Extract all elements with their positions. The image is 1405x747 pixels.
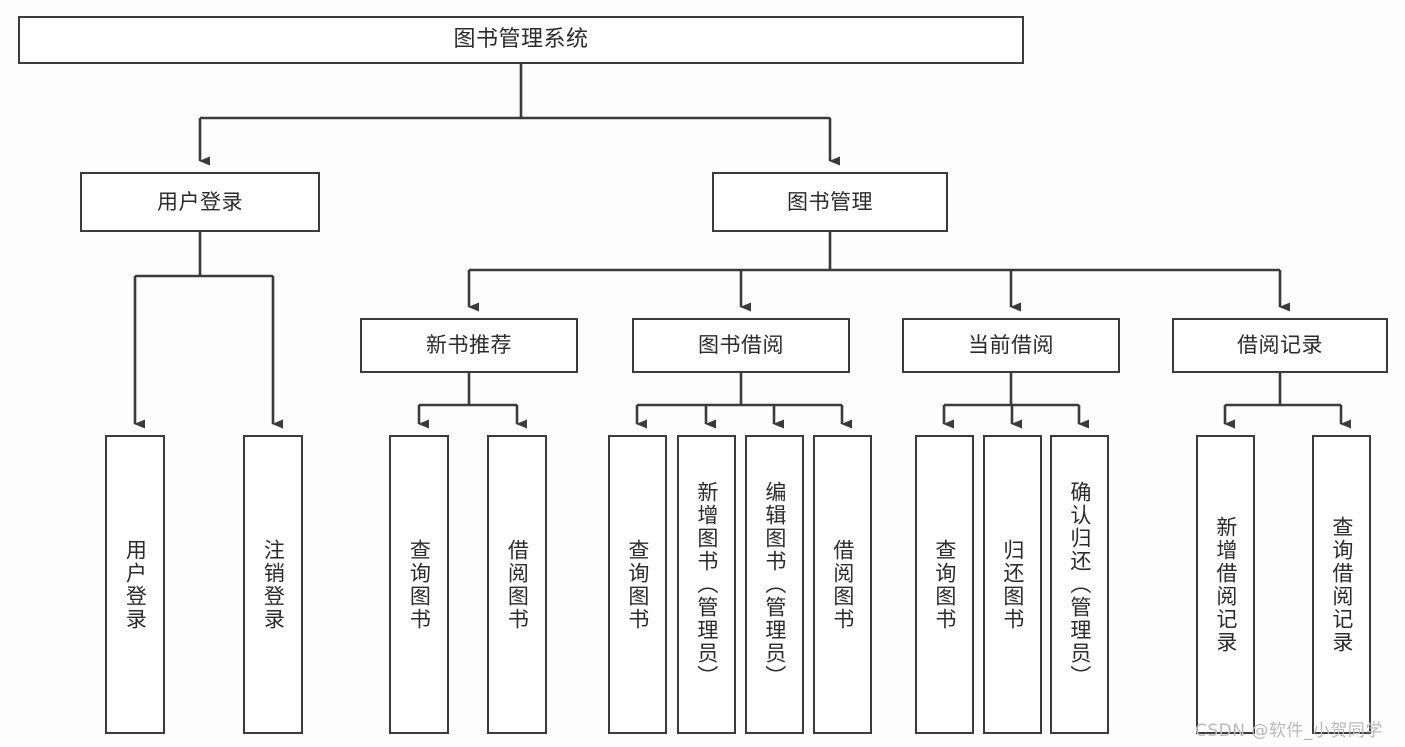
node-label: 图书借阅 <box>698 333 784 358</box>
leaf-node-11[interactable]: 新增借阅记录 <box>1196 435 1255 734</box>
node-label: 借阅记录 <box>1237 333 1323 358</box>
root-node-0[interactable]: 图书管理系统 <box>18 16 1024 64</box>
node-label: 查询借阅记录 <box>1329 515 1354 654</box>
leaf-node-1[interactable]: 注销登录 <box>243 435 303 734</box>
leaf-node-10[interactable]: 确认归还（管理员） <box>1050 435 1109 734</box>
node-label: 当前借阅 <box>968 333 1054 358</box>
node-label: 确认归还（管理员） <box>1067 481 1092 688</box>
node-label: 查询图书 <box>407 538 432 631</box>
leaf-node-7[interactable]: 借阅图书 <box>813 435 872 734</box>
node-label: 编辑图书（管理员） <box>762 481 787 688</box>
leaf-node-3[interactable]: 借阅图书 <box>487 435 547 734</box>
node-label: 图书管理系统 <box>453 27 589 53</box>
node-label: 新增图书（管理员） <box>694 481 719 688</box>
node-label: 用户登录 <box>123 538 148 631</box>
leaf-node-9[interactable]: 归还图书 <box>983 435 1042 734</box>
node-label: 新增借阅记录 <box>1213 515 1238 654</box>
node-label: 归还图书 <box>1000 538 1025 631</box>
node-label: 查询图书 <box>625 538 650 631</box>
node-label: 注销登录 <box>261 538 286 631</box>
leaf-node-2[interactable]: 查询图书 <box>389 435 449 734</box>
node-label: 借阅图书 <box>830 538 855 631</box>
node-label: 用户登录 <box>157 189 243 214</box>
level3-node-2[interactable]: 当前借阅 <box>902 318 1120 373</box>
leaf-node-5[interactable]: 新增图书（管理员） <box>677 435 736 734</box>
leaf-node-8[interactable]: 查询图书 <box>915 435 974 734</box>
leaf-node-4[interactable]: 查询图书 <box>608 435 667 734</box>
level3-node-1[interactable]: 图书借阅 <box>632 318 850 373</box>
csdn-watermark: CSDN @软件_小贺同学 <box>1195 721 1383 741</box>
leaf-node-0[interactable]: 用户登录 <box>105 435 165 734</box>
leaf-node-12[interactable]: 查询借阅记录 <box>1312 435 1371 734</box>
level2-node-1[interactable]: 图书管理 <box>712 172 948 232</box>
leaf-node-6[interactable]: 编辑图书（管理员） <box>745 435 804 734</box>
node-label: 图书管理 <box>787 189 873 214</box>
level3-node-0[interactable]: 新书推荐 <box>360 318 578 373</box>
node-label: 借阅图书 <box>505 538 530 631</box>
level3-node-3[interactable]: 借阅记录 <box>1172 318 1388 373</box>
node-label: 查询图书 <box>932 538 957 631</box>
node-label: 新书推荐 <box>426 333 512 358</box>
level2-node-0[interactable]: 用户登录 <box>80 172 320 232</box>
